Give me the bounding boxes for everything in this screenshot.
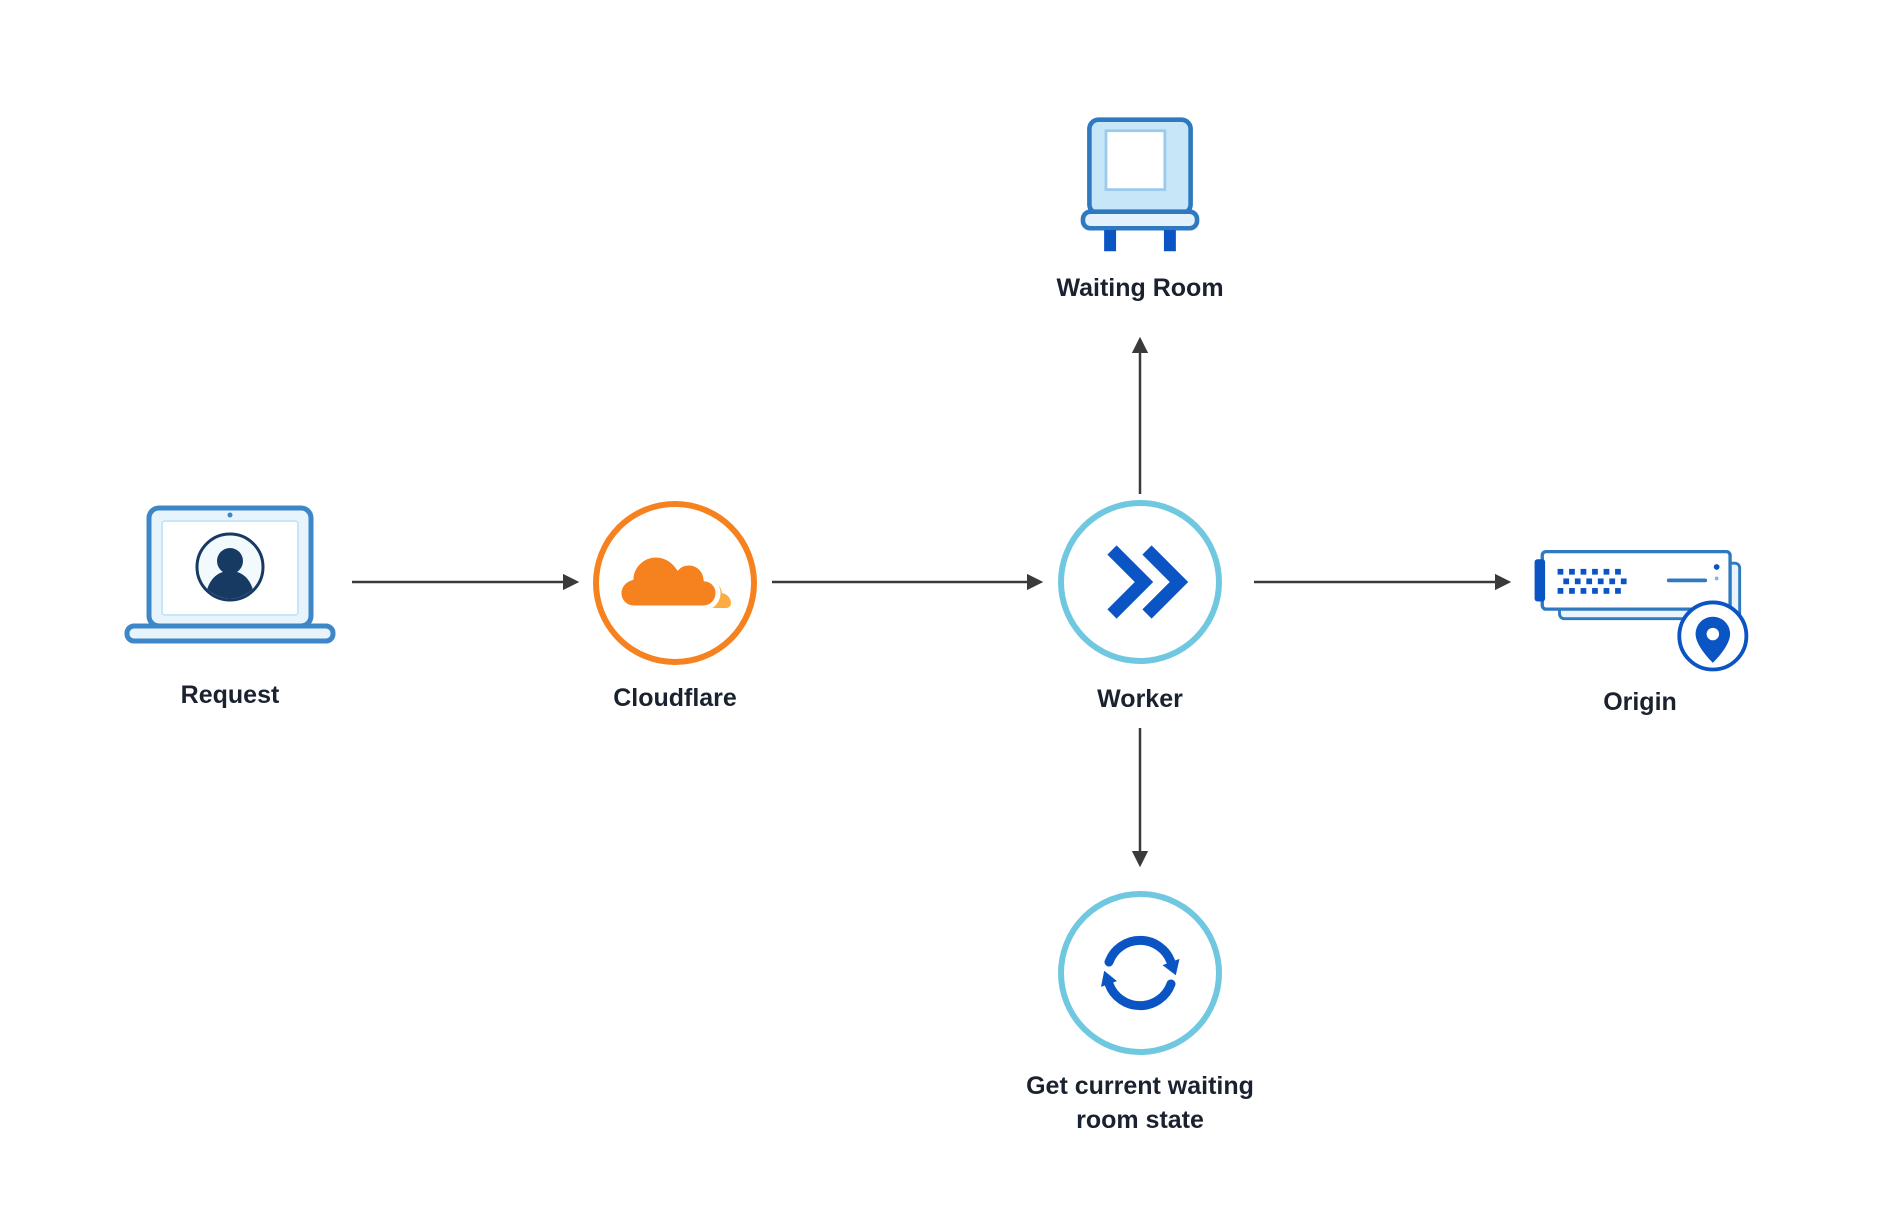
waiting-room-label: Waiting Room xyxy=(1056,274,1224,302)
origin-label: Origin xyxy=(1603,688,1677,716)
node-cloudflare: Cloudflare xyxy=(590,498,760,716)
node-waiting-room-state: Get current waiting room state xyxy=(990,888,1290,1138)
cloudflare-logo-icon xyxy=(590,498,760,668)
node-origin: Origin xyxy=(1525,540,1755,720)
laptop-icon xyxy=(115,505,345,665)
waiting-room-state-label: Get current waiting room state xyxy=(1026,1072,1254,1134)
worker-chevrons-icon xyxy=(1055,497,1225,667)
cloudflare-label: Cloudflare xyxy=(613,684,737,712)
worker-label: Worker xyxy=(1097,685,1183,713)
node-waiting-room: Waiting Room xyxy=(1056,116,1224,306)
request-label: Request xyxy=(180,681,280,709)
sync-icon xyxy=(1055,888,1225,1058)
node-worker: Worker xyxy=(1055,497,1225,717)
server-location-icon xyxy=(1525,540,1755,684)
node-request: Request xyxy=(105,505,355,713)
armchair-icon xyxy=(1080,116,1200,254)
